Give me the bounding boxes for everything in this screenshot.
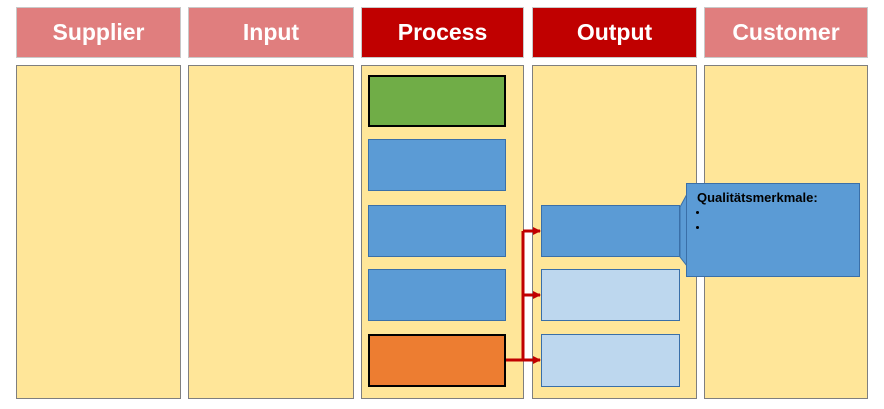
column-input bbox=[188, 65, 354, 399]
quality-bullet-2 bbox=[709, 222, 849, 237]
header-customer: Customer bbox=[704, 7, 868, 58]
header-supplier: Supplier bbox=[16, 7, 181, 58]
header-output: Output bbox=[532, 7, 697, 58]
quality-bullet-list bbox=[697, 207, 849, 237]
process-step-start bbox=[368, 75, 506, 127]
arrow-trunk bbox=[506, 231, 525, 362]
quality-callout: Qualitätsmerkmale: bbox=[686, 183, 860, 277]
process-step-2 bbox=[368, 205, 506, 257]
header-process: Process bbox=[361, 7, 524, 58]
quality-bullet-1 bbox=[709, 207, 849, 222]
process-step-end bbox=[368, 334, 506, 387]
process-step-1 bbox=[368, 139, 506, 191]
quality-callout-title: Qualitätsmerkmale: bbox=[697, 190, 818, 205]
output-box-3 bbox=[541, 334, 680, 387]
output-box-2 bbox=[541, 269, 680, 321]
header-input: Input bbox=[188, 7, 354, 58]
column-supplier bbox=[16, 65, 181, 399]
process-step-3 bbox=[368, 269, 506, 321]
